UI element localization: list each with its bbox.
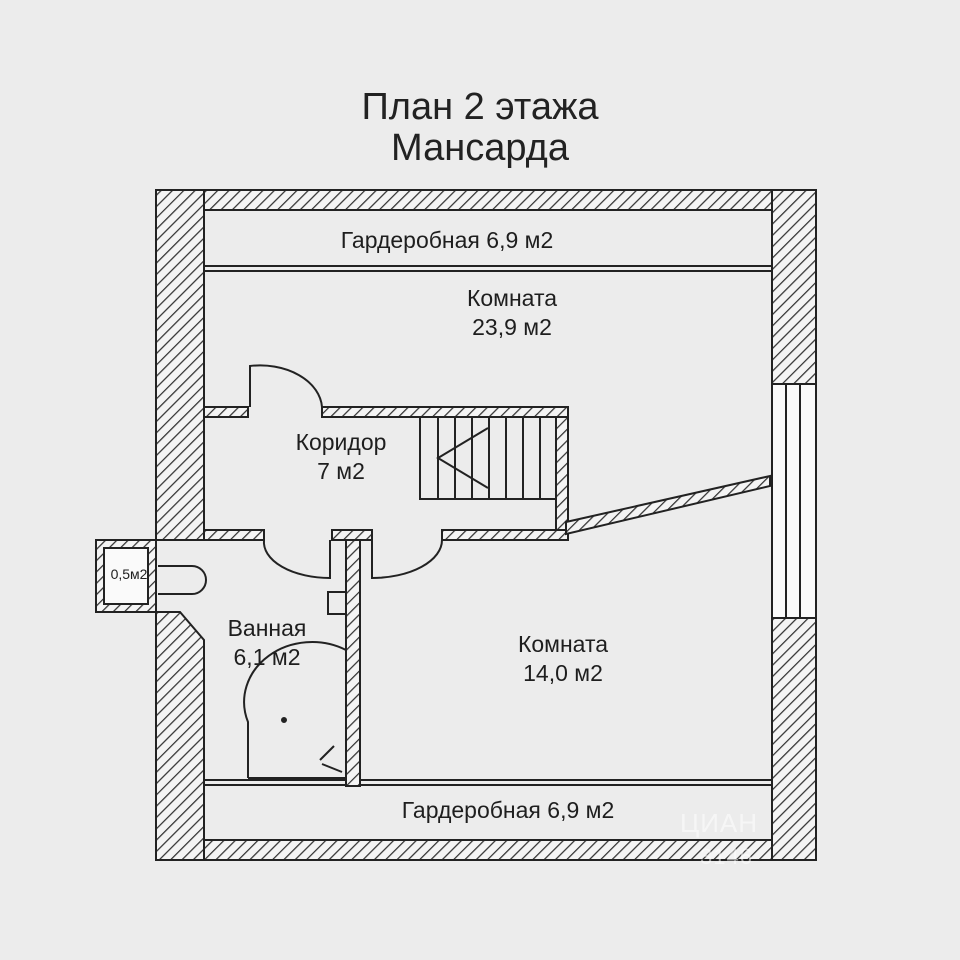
exterior-walls (155, 189, 817, 861)
bathroom-fixtures (158, 565, 347, 779)
bathroom-area: 6,1 м2 (233, 643, 301, 670)
room-label-room-1: Комната 23,9 м2 (430, 284, 594, 342)
shower-enclosure-icon (243, 641, 347, 778)
plan-title: План 2 этажа (361, 86, 599, 128)
wall-right-lower (771, 617, 817, 861)
wall-left-lower (155, 611, 205, 861)
bathroom-name: Ванная (227, 615, 307, 641)
shower-head-icon (281, 717, 287, 723)
wall-left-upper (155, 189, 205, 541)
toilet-icon (158, 565, 207, 595)
room-label-corridor: Коридор 7 м2 (266, 428, 416, 486)
room-1-area: 23,9 м2 (472, 313, 552, 340)
room-label-niche: 0,5м2 (110, 566, 148, 582)
sink-icon (327, 591, 347, 615)
room-2-name: Комната (517, 631, 609, 657)
corridor-area: 7 м2 (317, 457, 365, 484)
watermark-logo: ЦИАН (680, 808, 759, 838)
window-right (771, 383, 817, 619)
plan-subtitle: Мансарда (391, 127, 569, 169)
staircase (419, 416, 557, 500)
wardrobe-partitions (204, 265, 772, 786)
room-label-wardrobe-bottom: Гардеробная 6,9 м2 (401, 797, 615, 823)
corridor-walls (203, 406, 771, 787)
room-label-wardrobe-top: Гардеробная 6,9 м2 (340, 227, 554, 253)
watermark-id: 3146 (700, 844, 753, 869)
wall-right-upper (771, 189, 817, 385)
wall-top (155, 189, 817, 211)
room-label-room-2: Комната 14,0 м2 (482, 630, 644, 688)
niche-box (95, 539, 157, 613)
corridor-name: Коридор (295, 429, 387, 455)
room-2-area: 14,0 м2 (523, 659, 603, 686)
room-1-name: Комната (466, 285, 558, 311)
room-label-bathroom: Ванная 6,1 м2 (204, 614, 330, 672)
door-swings (249, 364, 443, 580)
